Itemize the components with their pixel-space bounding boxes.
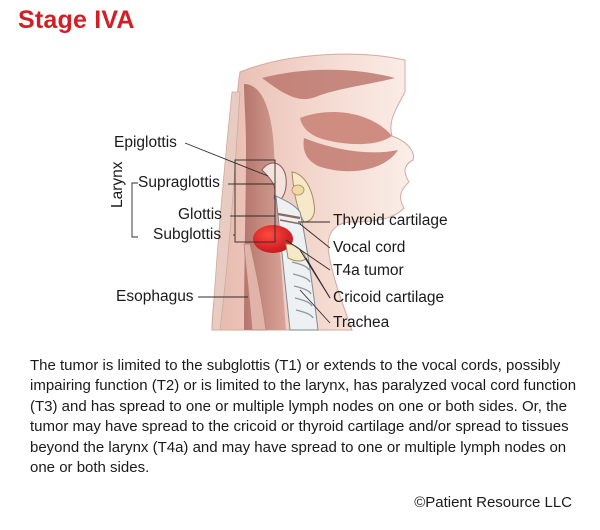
label-t4a-tumor: T4a tumor — [333, 262, 404, 279]
label-glottis: Glottis — [178, 206, 222, 223]
label-subglottis: Subglottis — [153, 226, 222, 243]
label-trachea: Trachea — [333, 314, 390, 331]
label-vocal-cord: Vocal cord — [333, 239, 406, 256]
label-epiglottis: Epiglottis — [114, 134, 177, 151]
stage-description: The tumor is limited to the subglottis (… — [30, 357, 577, 477]
label-cricoid-cartilage: Cricoid cartilage — [333, 289, 445, 306]
esophagus — [243, 243, 267, 331]
label-thyroid-cartilage: Thyroid cartilage — [333, 212, 448, 229]
label-esophagus: Esophagus — [116, 288, 194, 305]
label-larynx: Larynx — [109, 161, 126, 208]
leader-lines — [131, 142, 331, 324]
trachea-rings — [291, 261, 314, 319]
page-title: Stage IVA — [18, 6, 135, 34]
vocal-cord — [277, 212, 302, 225]
t4a-tumor — [253, 225, 293, 253]
head-neck-silhouette — [211, 53, 414, 331]
label-supraglottis: Supraglottis — [138, 174, 220, 191]
epiglottis — [261, 162, 287, 201]
copyright-notice: ©Patient Resource LLC — [414, 494, 572, 511]
thyroid-cartilage — [291, 171, 315, 223]
larynx-illustration — [131, 53, 414, 331]
